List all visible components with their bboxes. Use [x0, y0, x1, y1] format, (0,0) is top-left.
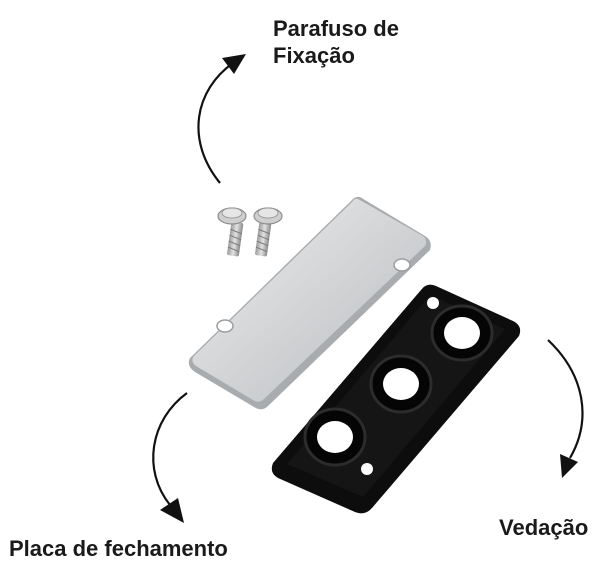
gasket-port-middle	[369, 354, 433, 414]
gasket-port-bottom	[303, 407, 367, 467]
plate-label: Placa de fechamento	[9, 536, 228, 561]
arrow-to-screw-label	[197, 54, 246, 184]
gasket-seal	[271, 284, 521, 514]
plate-hole-left	[216, 319, 234, 333]
arrow-to-seal-label	[547, 339, 584, 478]
fixing-screw-left	[217, 207, 247, 257]
arrow-to-plate-label	[152, 392, 188, 523]
gasket-hole-small-bottom	[361, 463, 373, 475]
closing-plate	[188, 196, 431, 410]
fixing-screw-right	[253, 207, 283, 257]
screw-label: Parafuso de Fixação	[273, 15, 399, 69]
seal-label: Vedação	[499, 515, 589, 540]
screw-label-line1: Parafuso de	[273, 16, 399, 41]
gasket-port-top	[430, 304, 494, 362]
screw-label-line2: Fixação	[273, 43, 355, 68]
plate-hole-right	[393, 258, 411, 272]
gasket-hole-small-top	[427, 297, 439, 309]
